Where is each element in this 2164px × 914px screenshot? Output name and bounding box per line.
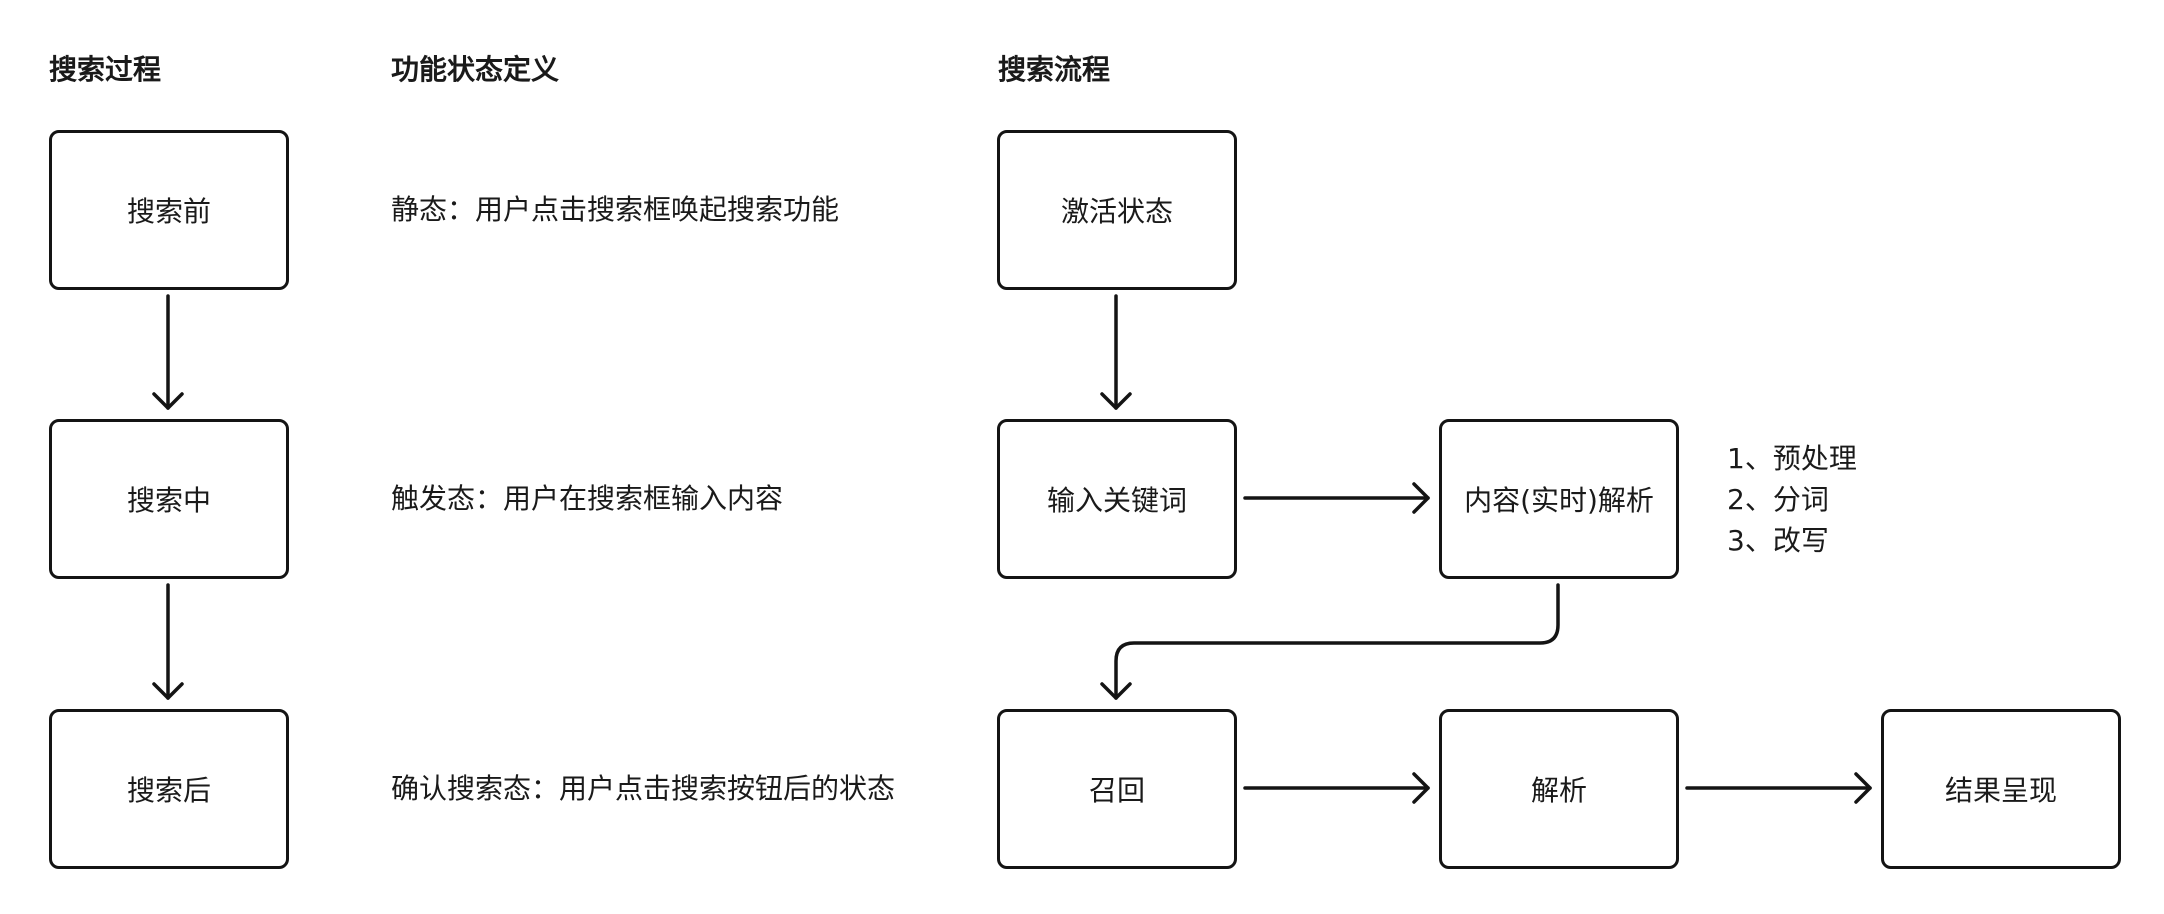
- arrow-before-to-during: [152, 294, 184, 410]
- node-parse-label: 解析: [1530, 774, 1587, 807]
- parse-notes: 1、预处理 2、分词 3、改写: [1727, 438, 1857, 561]
- node-realtime-parse-label: 内容(实时)解析: [1464, 484, 1654, 517]
- node-result-display-label: 结果呈现: [1944, 774, 2057, 807]
- arrow-realtime-parse-to-recall: [1100, 583, 1560, 700]
- parse-note-tokenize: 2、分词: [1727, 483, 1829, 516]
- arrow-recall-to-parse: [1243, 772, 1430, 804]
- node-realtime-parse: 内容(实时)解析: [1439, 419, 1679, 579]
- node-input-keyword-label: 输入关键词: [1046, 484, 1187, 517]
- arrow-during-to-after: [152, 583, 184, 700]
- node-during-search: 搜索中: [49, 419, 289, 579]
- node-before-search-label: 搜索前: [126, 195, 211, 228]
- heading-search-process: 搜索过程: [49, 53, 162, 86]
- node-input-keyword: 输入关键词: [997, 419, 1237, 579]
- node-during-search-label: 搜索中: [126, 484, 211, 517]
- parse-note-rewrite: 3、改写: [1727, 524, 1829, 557]
- node-after-search-label: 搜索后: [126, 774, 211, 807]
- definition-triggered: 触发态：用户在搜索框输入内容: [391, 482, 784, 515]
- definition-confirmed: 确认搜索态：用户点击搜索按钮后的状态: [391, 772, 896, 805]
- heading-search-flow: 搜索流程: [998, 53, 1111, 86]
- heading-state-definition: 功能状态定义: [391, 53, 560, 86]
- node-before-search: 搜索前: [49, 130, 289, 290]
- definition-static: 静态：用户点击搜索框唤起搜索功能: [391, 193, 840, 226]
- node-parse: 解析: [1439, 709, 1679, 869]
- parse-note-preprocess: 1、预处理: [1727, 442, 1857, 475]
- arrow-activate-to-input: [1100, 294, 1132, 410]
- node-result-display: 结果呈现: [1881, 709, 2121, 869]
- node-activate-state: 激活状态: [997, 130, 1237, 290]
- node-after-search: 搜索后: [49, 709, 289, 869]
- node-activate-state-label: 激活状态: [1060, 195, 1173, 228]
- arrow-parse-to-result: [1685, 772, 1872, 804]
- node-recall: 召回: [997, 709, 1237, 869]
- arrow-input-to-realtime-parse: [1243, 482, 1430, 514]
- node-recall-label: 召回: [1088, 774, 1145, 807]
